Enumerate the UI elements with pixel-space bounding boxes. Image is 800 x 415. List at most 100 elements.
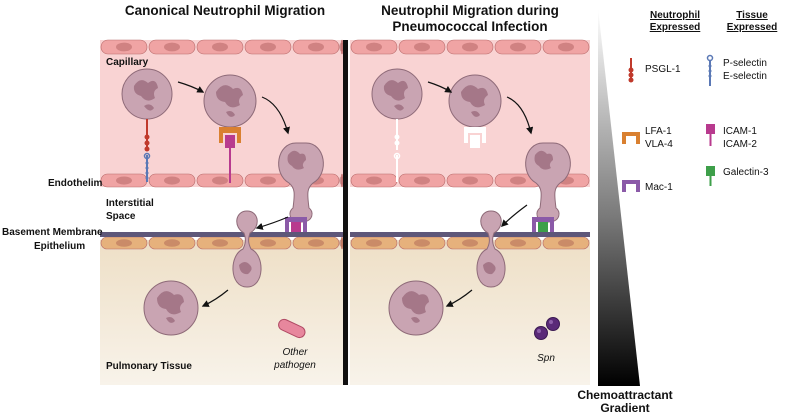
basement-membrane-left (100, 232, 344, 237)
endothelial-cell-nucleus (116, 42, 132, 52)
epithelial-cell-nucleus (164, 239, 180, 247)
epithelial-cells-right (350, 236, 590, 250)
chemoattractant-gradient-triangle (598, 8, 640, 386)
endothelial-cell (446, 173, 494, 188)
other-pathogen-label-line1: Other (282, 347, 308, 358)
endothelial-cell-nucleus (260, 176, 276, 185)
endothelial-cell-nucleus (462, 176, 478, 185)
endothelial-cell-nucleus (462, 42, 478, 52)
psgl1-icon (628, 58, 634, 83)
pulmonary-tissue-label: Pulmonary Tissue (106, 361, 192, 372)
neutrophil-adhesion-left (203, 74, 257, 128)
endothelial-cell (398, 39, 446, 55)
epithelial-cell-nucleus (558, 239, 574, 247)
galectin3-icon (706, 166, 715, 186)
right-panel-title-line2: Pneumococcal Infection (392, 19, 548, 34)
mac1-galectin3-pair-right (532, 217, 554, 232)
epithelial-cell-nucleus (260, 239, 276, 247)
epithelium-label: Epithelium (34, 241, 86, 252)
left-panel-title: Canonical Neutrophil Migration (124, 3, 326, 18)
lfa1-label: LFA-1 (645, 126, 672, 137)
lfa1-icam1-pair-left (219, 127, 241, 183)
basement-membrane-label: Basement Membrane (2, 227, 103, 238)
capillary-label: Capillary (106, 57, 149, 68)
endothelial-cell (148, 39, 196, 55)
tissue-expressed-header-line1: Tissue (736, 10, 768, 21)
epithelial-cells-left (100, 236, 345, 250)
endothelial-cell (350, 39, 398, 55)
neutrophil-crossing-membrane-left (232, 210, 262, 288)
migration-arrows (177, 81, 534, 307)
endothelial-cell-nucleus (510, 176, 526, 185)
neutrophil-in-tissue-right (388, 280, 444, 336)
neutrophil-crossing-membrane-right (476, 210, 506, 288)
endothelial-cell (292, 39, 340, 55)
endothelial-cell-nucleus (308, 42, 324, 52)
endothelial-cell (494, 39, 542, 55)
lfa1-icam1-pair-right-inactive (464, 127, 486, 148)
other-pathogen-label-line2: pathogen (274, 360, 316, 371)
gradient-label-line1: Chemoattractant (577, 388, 673, 402)
interstitial-label-line1: Interstitial (106, 198, 154, 209)
icam1-label: ICAM-1 (723, 126, 757, 137)
endothelial-cell-nucleus (366, 176, 382, 185)
endothelial-cell-nucleus (366, 42, 382, 52)
endothelial-cell (196, 173, 244, 188)
gradient-label-line2: Gradient (600, 401, 650, 415)
neutrophil-adhesion-right (448, 74, 502, 128)
psgl1-pselectin-pair-left (143, 119, 151, 182)
pselectin-label: P-selectin (723, 58, 767, 69)
tissue-expressed-header-line2: Expressed (726, 22, 778, 33)
panel-divider (343, 40, 348, 385)
endothelial-cell-nucleus (164, 42, 180, 52)
epithelial-cell-nucleus (116, 239, 132, 247)
neutrophil-rolling-left (121, 68, 173, 120)
psgl1-label: PSGL-1 (645, 64, 681, 75)
endothelial-cell (398, 173, 446, 188)
epithelial-cell-nucleus (462, 239, 478, 247)
interstitial-label-line2: Space (106, 211, 136, 222)
basement-membrane-right (350, 232, 590, 237)
mac1-label: Mac-1 (645, 182, 673, 193)
epithelial-cell-nucleus (510, 239, 526, 247)
psgl1-pselectin-pair-right-inactive (393, 119, 401, 182)
epithelial-cell-nucleus (308, 239, 324, 247)
endothelial-cells-top-left (100, 39, 345, 55)
spn-label: Spn (537, 353, 555, 364)
endothelial-cell (244, 39, 292, 55)
neutrophil-in-tissue-left (143, 280, 199, 336)
epithelial-cell-nucleus (414, 239, 430, 247)
endothelial-cell (542, 39, 590, 55)
icam-icon (706, 124, 715, 146)
eselectin-label: E-selectin (723, 71, 767, 82)
endothelial-cells-top-right (350, 39, 590, 55)
neutrophil-expressed-header-line2: Expressed (649, 22, 701, 33)
endothelial-cell-nucleus (212, 176, 228, 185)
other-pathogen-icon (278, 318, 306, 339)
galectin3-label: Galectin-3 (723, 167, 769, 178)
endothelial-cell-nucleus (510, 42, 526, 52)
endothelial-cell-nucleus (414, 42, 430, 52)
endothelial-cell-nucleus (164, 176, 180, 185)
endothelial-cell-nucleus (260, 42, 276, 52)
endothelium-label: Endothelim (48, 178, 103, 189)
endothelial-cell (148, 173, 196, 188)
vla4-label: VLA-4 (645, 139, 673, 150)
epithelial-cell-nucleus (212, 239, 228, 247)
right-panel-title-line1: Neutrophil Migration during (381, 3, 559, 18)
endothelial-cell (446, 39, 494, 55)
lfa1-vla4-icon (622, 132, 640, 144)
endothelial-cell-nucleus (558, 42, 574, 52)
endothelial-cell-nucleus (212, 42, 228, 52)
mac1-icon (622, 180, 640, 192)
neutrophil-expressed-header-line1: Neutrophil (650, 10, 700, 21)
neutrophil-rolling-right (371, 68, 423, 120)
endothelial-cell-nucleus (116, 176, 132, 185)
epithelial-cell-nucleus (366, 239, 382, 247)
endothelial-cell-nucleus (414, 176, 430, 185)
icam2-label: ICAM-2 (723, 139, 757, 150)
mac1-icam1-pair-left (285, 217, 307, 232)
pulmonary-tissue-left (100, 240, 344, 385)
endothelial-cell (100, 39, 148, 55)
